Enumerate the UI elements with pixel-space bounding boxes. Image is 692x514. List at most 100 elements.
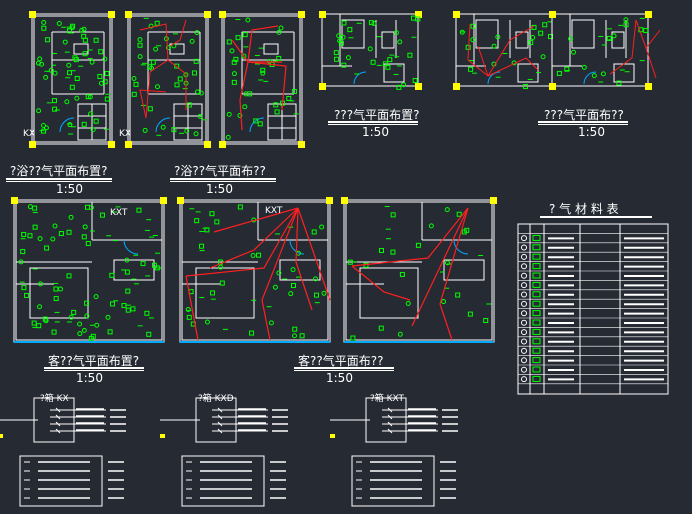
device-symbol (66, 229, 72, 235)
device-symbol (154, 84, 160, 90)
device-symbol (124, 257, 130, 263)
device-symbol (154, 265, 160, 271)
device-symbol (606, 35, 612, 41)
device-symbol (407, 52, 413, 58)
device-symbol (51, 329, 57, 335)
title-underline (170, 178, 276, 180)
panel-breaker (55, 407, 61, 413)
column-marker (11, 197, 18, 204)
device-symbol (611, 33, 617, 39)
title-underline (540, 216, 652, 218)
wiring-line (247, 25, 279, 63)
device-symbol (41, 20, 47, 26)
device-symbol (397, 39, 403, 45)
device-symbol (340, 34, 346, 40)
kx-tag: KX (23, 129, 36, 139)
panel-title-3: ?箱 KXT (370, 394, 405, 404)
device-symbol (130, 306, 136, 312)
panel-box (195, 397, 237, 443)
table-symbol-cell (532, 347, 541, 354)
device-symbol (299, 333, 305, 339)
device-symbol (32, 224, 38, 230)
device-symbol (32, 205, 38, 211)
panel-box (365, 397, 407, 443)
table-index-cell (521, 263, 527, 270)
wall (223, 15, 301, 143)
kx-tag: KX (119, 129, 132, 139)
device-symbol (67, 70, 73, 76)
device-symbol (150, 59, 156, 65)
device-symbol (142, 127, 148, 133)
table-index-cell (521, 329, 527, 336)
device-symbol (82, 51, 88, 57)
panel-breaker (217, 407, 223, 413)
panel-breaker (217, 414, 223, 420)
device-symbol (52, 223, 58, 229)
device-symbol (367, 46, 373, 52)
wiring-line (487, 25, 535, 77)
device-symbol (131, 91, 137, 97)
column-marker (490, 197, 497, 204)
device-symbol (444, 207, 450, 213)
device-symbol (242, 32, 248, 38)
device-symbol (530, 35, 536, 41)
device-symbol (253, 118, 259, 124)
wiring-line (247, 61, 287, 111)
device-symbol (21, 285, 27, 291)
device-symbol (89, 59, 95, 65)
table-index-cell (521, 310, 527, 317)
table-index-cell (521, 291, 527, 298)
table-index-cell (521, 376, 527, 383)
device-symbol (189, 38, 195, 44)
table-symbol-cell (532, 375, 541, 382)
device-symbol (564, 66, 570, 72)
title-underline (6, 178, 112, 180)
device-symbol (334, 56, 340, 62)
wiring-line (209, 207, 299, 269)
wiring-line (645, 29, 661, 49)
panel-breaker (217, 428, 223, 434)
device-symbol (82, 37, 88, 43)
device-symbol (638, 27, 644, 33)
device-symbol (24, 292, 30, 298)
panel-breaker (387, 421, 393, 427)
wall (221, 13, 303, 145)
plan-title-6: 客??气平面布?? (298, 354, 384, 368)
material-table-title: ? 气 材 料 表 (549, 202, 619, 216)
device-symbol (243, 91, 249, 97)
wall (129, 15, 207, 143)
title-underline (294, 370, 394, 371)
device-symbol (35, 60, 41, 66)
device-symbol (225, 134, 231, 140)
fixture (613, 63, 635, 83)
device-symbol (69, 25, 75, 31)
column-marker (160, 197, 167, 204)
device-symbol (468, 66, 474, 72)
device-symbol (68, 214, 74, 220)
device-symbol (131, 75, 137, 81)
column-marker (125, 11, 132, 18)
wiring-line (139, 89, 167, 119)
device-symbol (52, 70, 58, 76)
fixture (381, 31, 395, 49)
device-symbol (194, 218, 200, 224)
wall (321, 13, 419, 87)
device-symbol (313, 276, 319, 282)
device-symbol (370, 59, 376, 65)
device-symbol (66, 273, 72, 279)
device-symbol (140, 261, 146, 267)
device-symbol (99, 212, 105, 218)
device-symbol (410, 15, 416, 21)
panel-schedule (181, 455, 265, 507)
wiring-line (439, 207, 469, 341)
device-symbol (43, 74, 49, 80)
column-marker (319, 11, 326, 18)
device-symbol (184, 128, 190, 134)
bed (359, 267, 419, 319)
device-symbol (104, 96, 110, 102)
device-symbol (193, 58, 199, 64)
fixture (571, 19, 595, 49)
device-symbol (90, 333, 96, 339)
device-symbol (154, 20, 160, 26)
